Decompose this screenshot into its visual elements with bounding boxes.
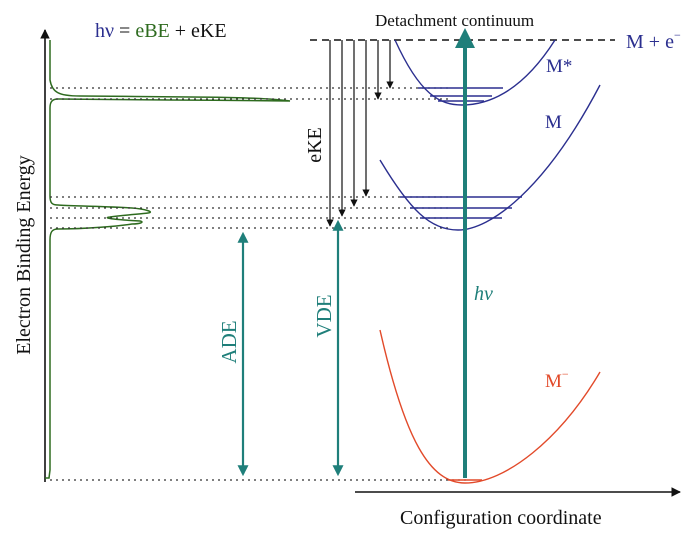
- photoelectron-spectrum: [45, 40, 291, 479]
- equation-equals: =: [114, 20, 135, 42]
- m-plus-e-text: M + e: [626, 31, 674, 53]
- equation-ebe: eBE: [135, 20, 169, 42]
- m-plus-e-superscript: −: [674, 28, 681, 42]
- equation-eke: eKE: [191, 20, 227, 42]
- m-minus-text: M: [545, 371, 562, 392]
- m-minus-superscript: −: [562, 367, 569, 381]
- m-plus-e-label: M + e−: [626, 28, 681, 53]
- m-star-curve: [394, 39, 556, 106]
- equation: hν = eBE + eKE: [95, 20, 227, 42]
- equation-plus: +: [170, 20, 191, 42]
- y-axis-label: Electron Binding Energy: [13, 155, 35, 355]
- m-minus-curve-group: [379, 329, 601, 484]
- eke-arrows: [326, 40, 394, 227]
- m-label: M: [545, 112, 562, 133]
- dotted-levels: [50, 87, 470, 481]
- m-minus-curve: [379, 329, 601, 484]
- m-star-curve-group: [394, 39, 556, 106]
- m-minus-label: M−: [545, 367, 569, 392]
- x-axis-label: Configuration coordinate: [400, 507, 602, 529]
- hv-arrow-label: hν: [474, 283, 493, 305]
- eke-label: eKE: [304, 127, 326, 163]
- vde-label: VDE: [312, 294, 336, 337]
- m-star-label: M*: [546, 56, 572, 77]
- ade-label: ADE: [217, 320, 241, 363]
- equation-hv: hν: [95, 20, 114, 42]
- m-curve-group: [379, 84, 601, 231]
- continuum-label: Detachment continuum: [375, 11, 534, 30]
